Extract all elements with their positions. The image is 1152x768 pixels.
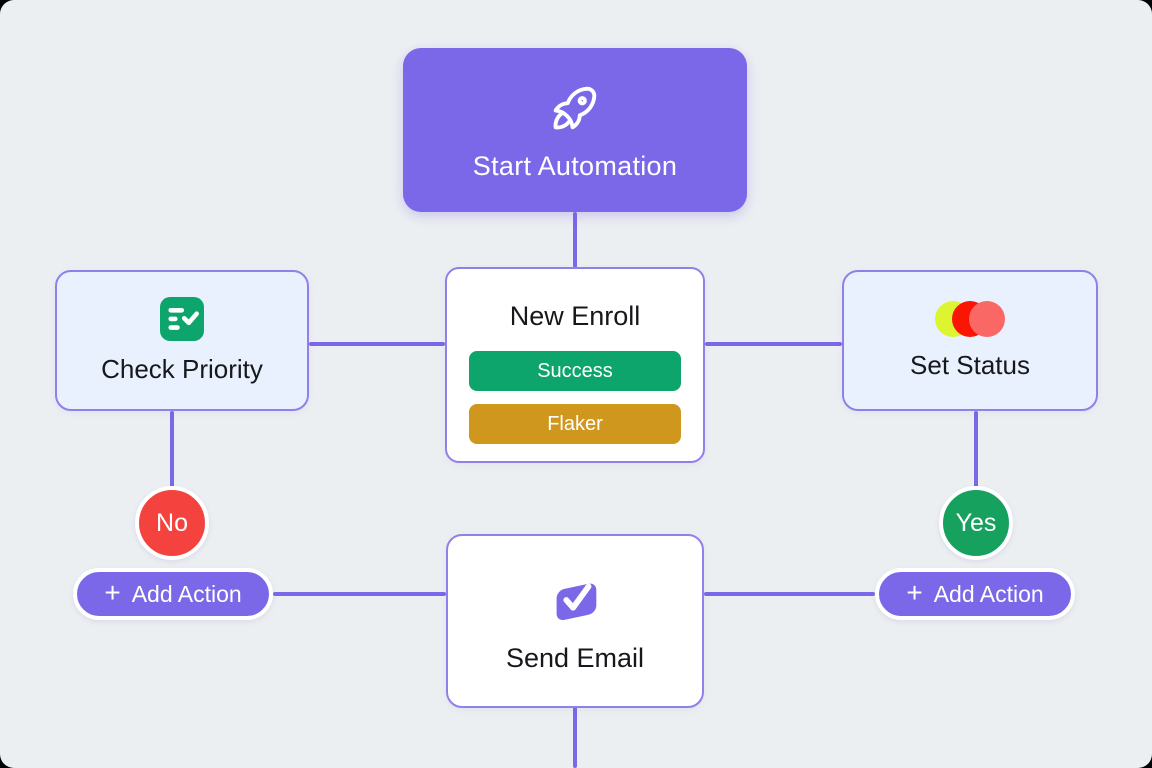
- flaker-button[interactable]: Flaker: [469, 404, 681, 444]
- connector-start-to-newenroll: [573, 212, 577, 268]
- check-priority-label: Check Priority: [101, 353, 263, 384]
- send-email-label: Send Email: [505, 642, 645, 673]
- no-branch-label: No: [156, 508, 188, 537]
- add-action-button-right[interactable]: + Add Action: [875, 568, 1075, 620]
- status-circles-icon: [935, 301, 1005, 337]
- plus-icon: +: [104, 577, 121, 608]
- yes-branch-badge: Yes: [939, 486, 1013, 560]
- new-enroll-node[interactable]: New Enroll Success Flaker: [445, 267, 705, 463]
- connector-addaction-left-to-sendemail: [273, 592, 446, 596]
- start-automation-node[interactable]: Start Automation: [403, 48, 747, 212]
- start-automation-label: Start Automation: [472, 150, 678, 181]
- set-status-node[interactable]: Set Status: [842, 270, 1098, 411]
- rocket-icon: [553, 86, 597, 129]
- plus-icon: +: [906, 577, 923, 608]
- add-action-label-right: Add Action: [933, 580, 1044, 607]
- no-branch-badge: No: [135, 486, 209, 560]
- add-action-button-left[interactable]: + Add Action: [73, 568, 273, 620]
- set-status-label: Set Status: [910, 350, 1030, 380]
- check-priority-node[interactable]: Check Priority: [55, 270, 309, 411]
- connector-checkpriority-to-no: [170, 411, 174, 491]
- success-button[interactable]: Success: [469, 351, 681, 391]
- checklist-icon: [160, 296, 204, 341]
- send-email-node[interactable]: Send Email: [446, 534, 704, 708]
- email-check-icon: [556, 583, 597, 620]
- connector-sendemail-to-addaction-right: [704, 592, 875, 596]
- connector-checkpriority-to-newenroll: [309, 342, 445, 346]
- connector-sendemail-down: [573, 706, 577, 768]
- yes-branch-label: Yes: [955, 508, 997, 537]
- connector-setstatus-to-yes: [974, 411, 978, 491]
- new-enroll-title: New Enroll: [509, 301, 641, 331]
- add-action-label-left: Add Action: [131, 580, 242, 607]
- connector-newenroll-to-setstatus: [705, 342, 842, 346]
